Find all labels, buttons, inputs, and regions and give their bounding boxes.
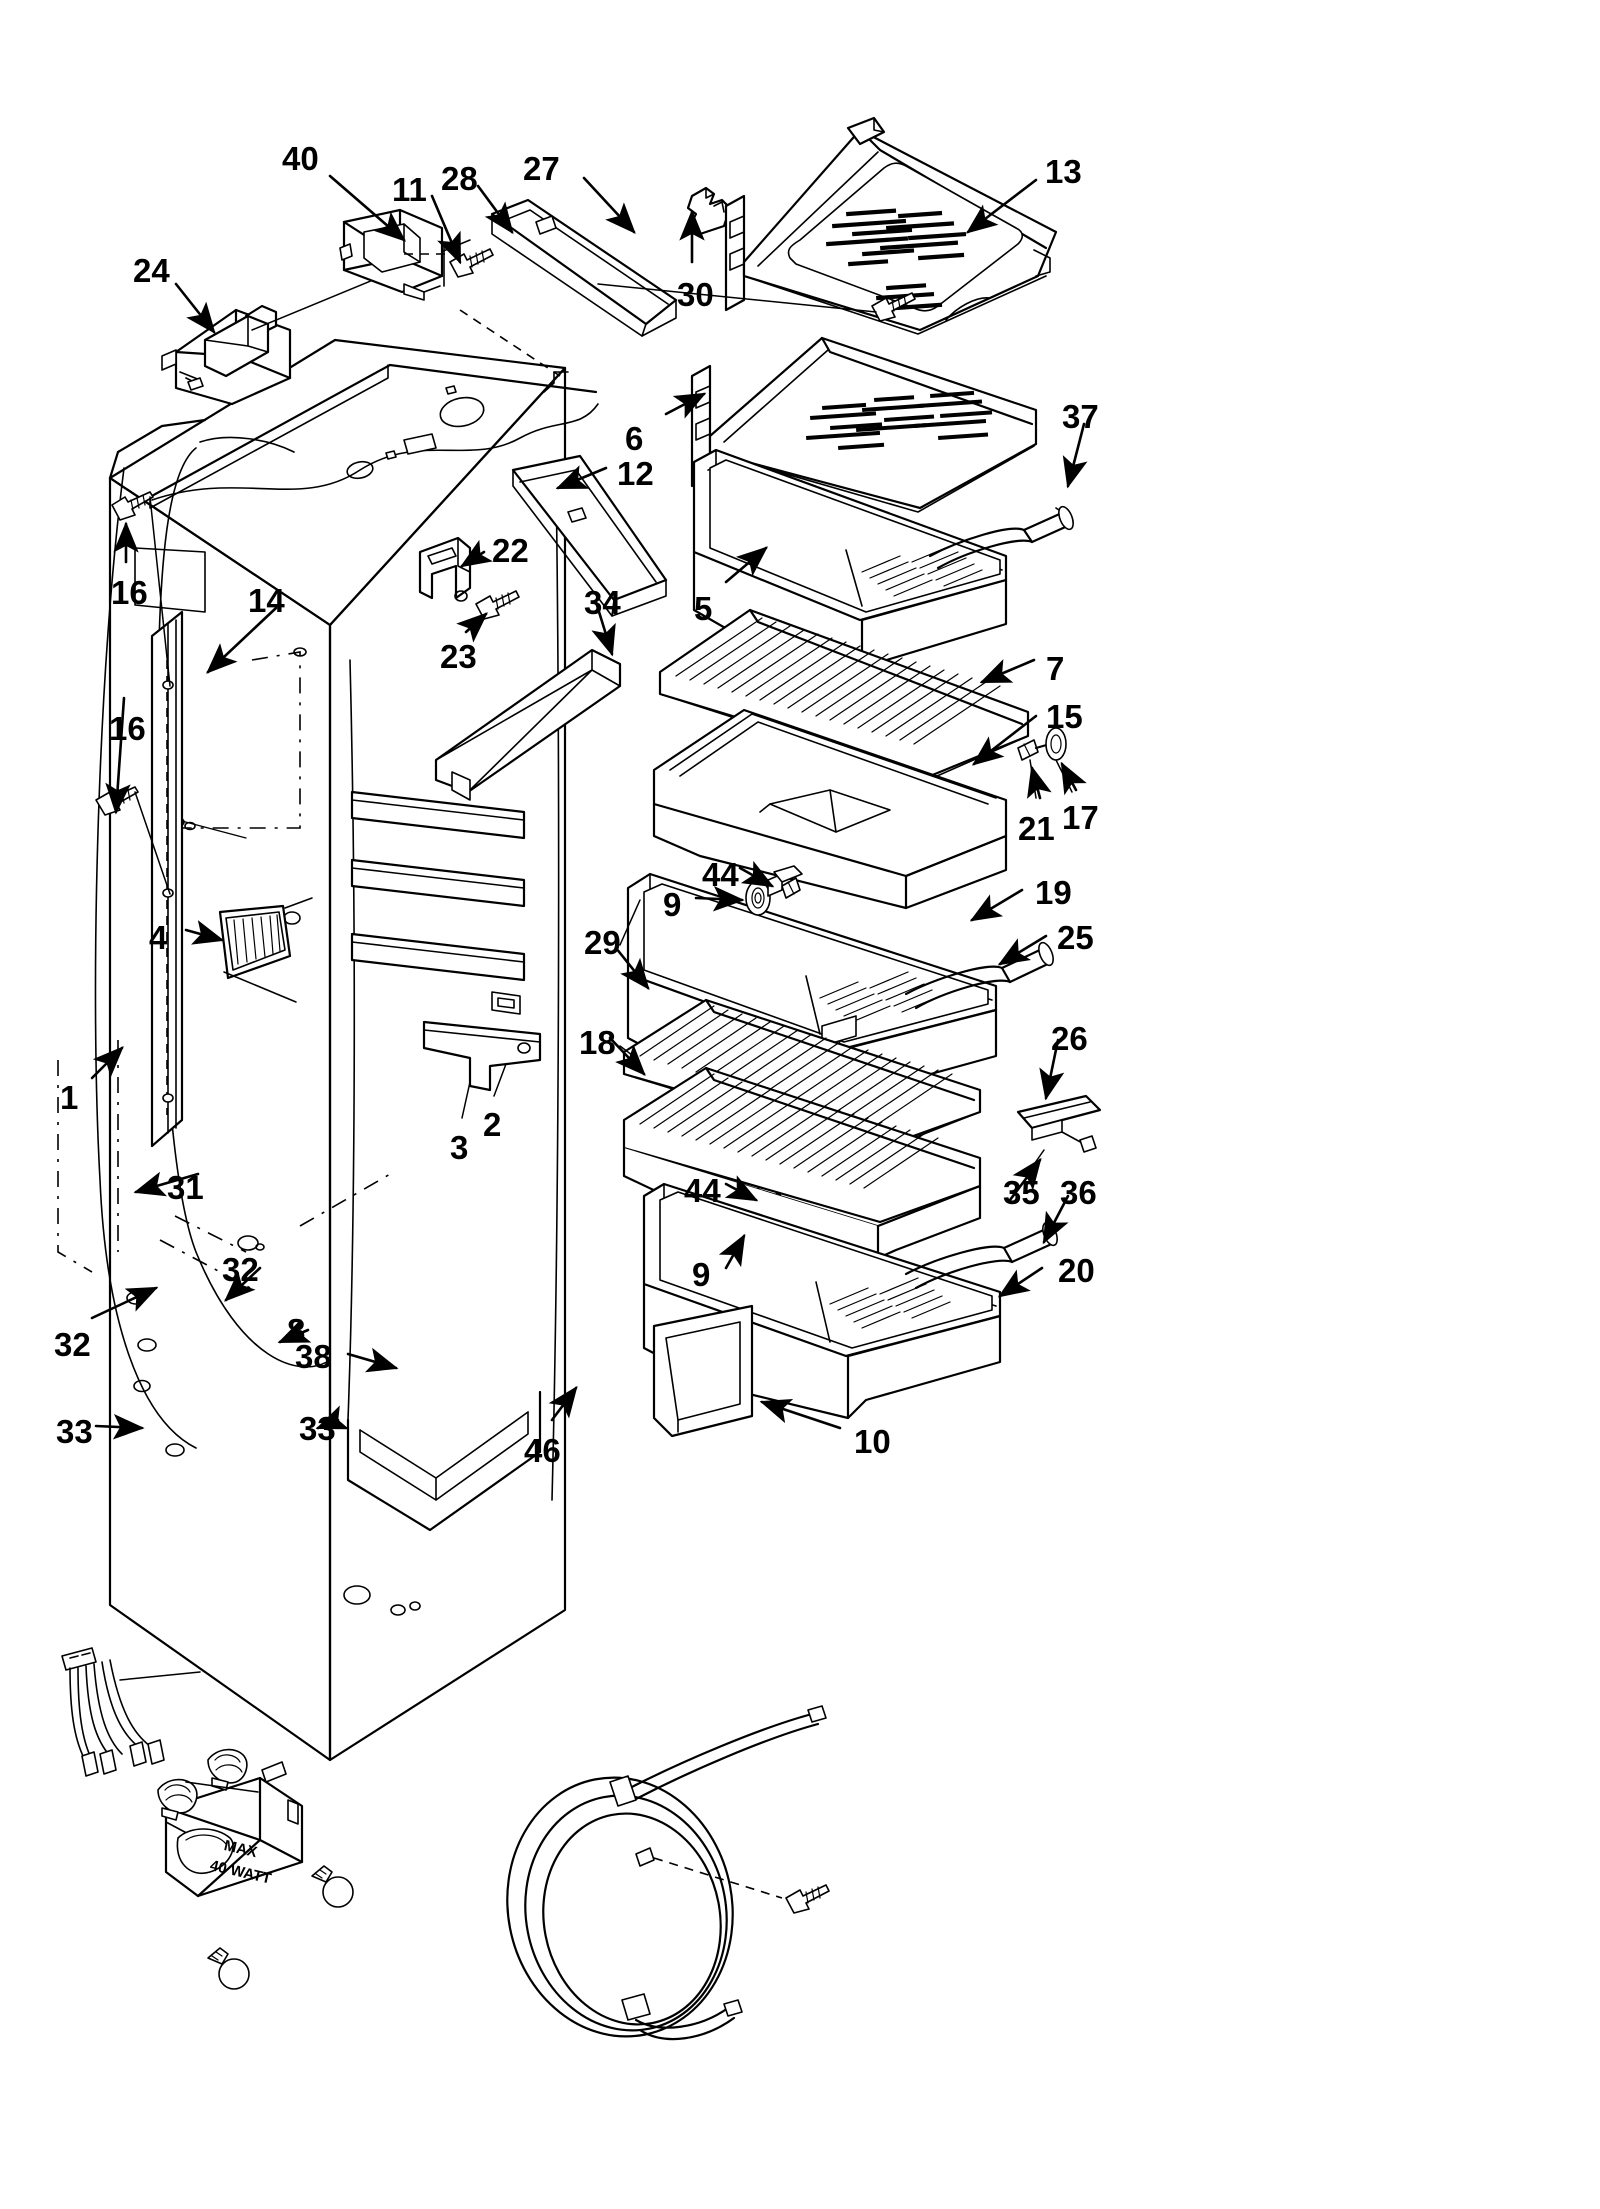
callout-23: 23 bbox=[440, 638, 477, 675]
callout-16-lower: 16 bbox=[109, 710, 146, 747]
callout-46: 46 bbox=[524, 1432, 561, 1469]
part-16-screw-upper bbox=[111, 491, 171, 687]
part-31-wire-harness bbox=[61, 1647, 201, 1777]
callout-20: 20 bbox=[1058, 1252, 1095, 1289]
part-26-35-clip-plate bbox=[1016, 1094, 1102, 1171]
callout-11: 11 bbox=[392, 171, 427, 208]
callout-19: 19 bbox=[1035, 874, 1072, 911]
callout-44-upper: 44 bbox=[702, 856, 739, 893]
part-23-screw bbox=[475, 590, 520, 620]
callout-44-lower: 44 bbox=[684, 1172, 721, 1209]
part-4-air-vent-grille bbox=[218, 897, 313, 1003]
callout-26: 26 bbox=[1051, 1020, 1088, 1057]
callout-7: 7 bbox=[1046, 650, 1065, 687]
part-22-bracket bbox=[418, 536, 472, 602]
callout-22: 22 bbox=[492, 532, 529, 569]
callout-21: 21 bbox=[1018, 810, 1055, 847]
callout-35: 35 bbox=[1003, 1174, 1040, 1211]
callout-32-lower: 32 bbox=[54, 1326, 91, 1363]
callout-40: 40 bbox=[282, 140, 319, 177]
callout-29: 29 bbox=[584, 924, 621, 961]
callout-34: 34 bbox=[584, 584, 621, 621]
part-44-9-roller-upper bbox=[745, 865, 803, 916]
part-10-front-panel-insert bbox=[652, 1304, 754, 1438]
part-37-handle-rod bbox=[928, 505, 1074, 570]
callout-4: 4 bbox=[149, 919, 168, 956]
callout-5: 5 bbox=[694, 590, 713, 627]
callout-18: 18 bbox=[579, 1024, 616, 1061]
callout-13: 13 bbox=[1045, 153, 1082, 190]
part-5-crisper-pan-upper bbox=[692, 448, 1008, 678]
callout-24: 24 bbox=[133, 252, 170, 289]
callout-12: 12 bbox=[617, 455, 654, 492]
callout-32-upper: 32 bbox=[222, 1251, 259, 1288]
part-27-trim-channel bbox=[459, 198, 877, 377]
callout-2: 2 bbox=[483, 1106, 502, 1143]
callout-14: 14 bbox=[248, 582, 285, 619]
part-38-coiled-tubing bbox=[506, 1705, 827, 2041]
part-33-bulb-left bbox=[207, 1947, 250, 1990]
leader-lines bbox=[90, 174, 1088, 1440]
part-15-shelf-frame bbox=[652, 708, 1008, 910]
part-40-11-light-housing bbox=[339, 208, 448, 301]
callout-27: 27 bbox=[523, 150, 560, 187]
callout-36: 36 bbox=[1060, 1174, 1097, 1211]
callout-17: 17 bbox=[1062, 799, 1099, 836]
callout-38: 38 bbox=[295, 1338, 332, 1375]
part-32-clip-upper bbox=[207, 1748, 248, 1791]
callout-10: 10 bbox=[854, 1423, 891, 1460]
cabinet-liner-shell bbox=[57, 338, 599, 1762]
callout-16-upper: 16 bbox=[111, 574, 148, 611]
part-32-clip-lower bbox=[157, 1778, 259, 1821]
part-18-shelf-lower bbox=[622, 1066, 982, 1260]
callout-28: 28 bbox=[441, 160, 478, 197]
callout-37: 37 bbox=[1062, 398, 1099, 435]
part-34-channel-trim bbox=[434, 648, 622, 801]
callout-8: 8 bbox=[287, 1312, 306, 1349]
callout-9-lower: 9 bbox=[692, 1256, 711, 1293]
callout-25: 25 bbox=[1057, 919, 1094, 956]
callout-33-left: 33 bbox=[56, 1413, 93, 1450]
part-2-3-interior-rails bbox=[350, 790, 542, 1119]
part-27-screw bbox=[871, 292, 916, 322]
callout-30: 30 bbox=[677, 276, 714, 313]
callout-15: 15 bbox=[1046, 698, 1083, 735]
part-33-bulb-right bbox=[311, 1865, 354, 1908]
callout-3: 3 bbox=[450, 1129, 469, 1166]
callout-6: 6 bbox=[625, 420, 644, 457]
part-46-screw bbox=[785, 1884, 830, 1914]
part-13-glass-shelf bbox=[724, 116, 1058, 335]
callout-33-right: 33 bbox=[299, 1410, 336, 1447]
callout-31: 31 bbox=[167, 1169, 204, 1206]
callout-1: 1 bbox=[60, 1079, 79, 1116]
callout-9-upper: 9 bbox=[663, 886, 682, 923]
